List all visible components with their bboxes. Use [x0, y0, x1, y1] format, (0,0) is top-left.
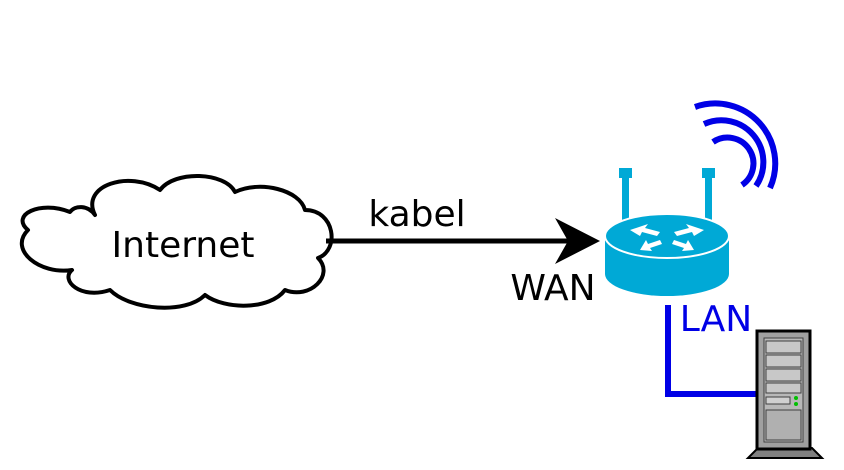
internet-label: Internet [112, 225, 255, 266]
cable-label: kabel [368, 194, 465, 235]
server-led-1 [794, 396, 798, 400]
server-led-2 [794, 402, 798, 406]
wifi-wave-inner [711, 134, 757, 188]
router-arrows-icon [630, 224, 704, 251]
router-body-top [604, 213, 730, 259]
server-drive-bay-3 [765, 368, 802, 382]
server-slot [765, 396, 791, 405]
wifi-waves-icon [693, 100, 779, 190]
wifi-wave-middle [702, 117, 767, 188]
server-drive-bay-1 [765, 340, 802, 354]
server-drive-bay-2 [765, 354, 802, 368]
server-drive-bay-4 [765, 382, 802, 394]
server-vents [765, 409, 802, 441]
edge-internet-router: kabel WAN [326, 194, 600, 309]
router-icon [604, 168, 730, 296]
router-antenna-right-tip [702, 168, 715, 178]
internet-cloud: Internet [19, 174, 334, 310]
edge-router-server: LAN [665, 299, 757, 397]
router-antenna-right [705, 170, 712, 220]
wan-label: WAN [510, 268, 595, 309]
cloud-shape [19, 174, 334, 310]
wifi-wave-outer [693, 100, 779, 190]
lan-line [665, 305, 757, 397]
router-antenna-left-tip [619, 168, 632, 178]
router-antenna-left [622, 170, 629, 220]
lan-label: LAN [680, 299, 752, 340]
cable-arrowhead [555, 218, 600, 264]
server-icon [745, 329, 825, 459]
